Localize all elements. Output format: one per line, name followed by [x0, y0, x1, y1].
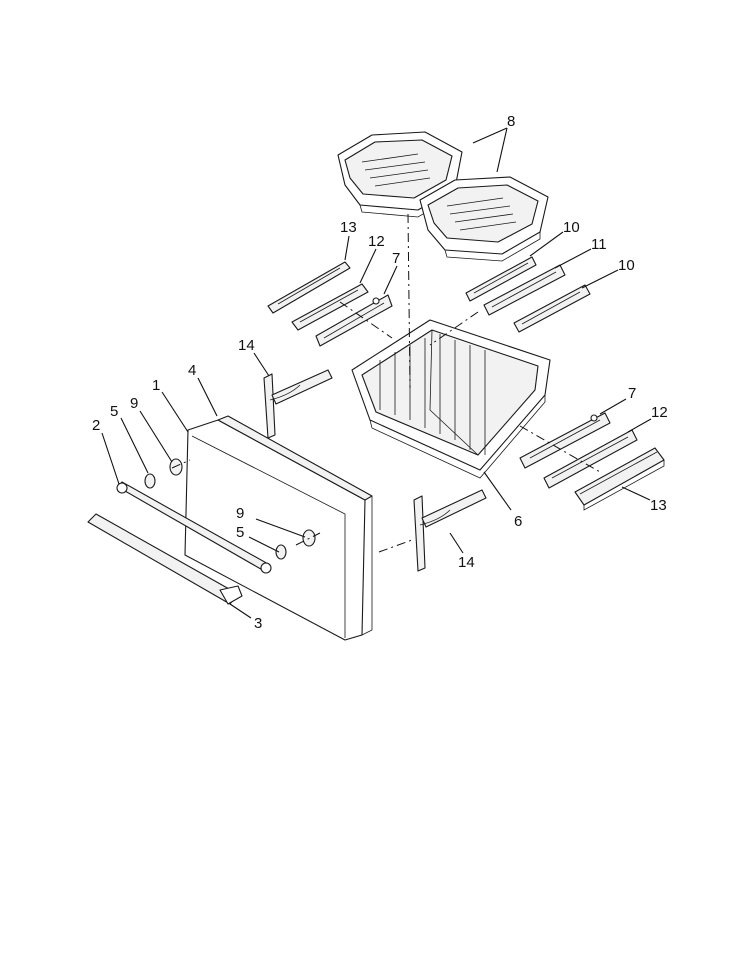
- callout-12-upper: 12: [368, 233, 385, 250]
- callout-13-lower: 13: [650, 497, 667, 514]
- slide-bracket-upper: [263, 369, 333, 439]
- leader-lines: [101, 127, 652, 619]
- rail-12-lower: [543, 429, 638, 489]
- slide-bracket-lower: [413, 489, 487, 572]
- callout-11: 11: [591, 236, 607, 253]
- callout-6: 6: [514, 513, 522, 530]
- callout-7-upper: 7: [392, 250, 400, 267]
- callout-5-center: 5: [236, 524, 244, 541]
- rail-7-lower: [519, 412, 611, 469]
- callout-labels: 8 13 12 7 10 11 10 14 4 1 9 5 2 7 12 13 …: [92, 113, 668, 632]
- callout-13-upper: 13: [340, 219, 357, 236]
- rail-7-upper: [315, 294, 393, 347]
- callout-9-left: 9: [130, 395, 138, 412]
- handle-upper: [116, 481, 272, 574]
- callout-2: 2: [92, 417, 100, 434]
- callout-14-lower: 14: [458, 554, 475, 571]
- door-panel: [184, 415, 373, 641]
- freezer-drawer-bin: [351, 319, 551, 479]
- handle-lower: [87, 513, 243, 605]
- callout-8: 8: [507, 113, 515, 130]
- upper-basket-right: [419, 176, 549, 262]
- callout-14-upper: 14: [238, 337, 255, 354]
- rail-10-lower: [513, 284, 591, 333]
- rail-11: [483, 264, 566, 316]
- callout-4: 4: [188, 362, 196, 379]
- callout-1: 1: [152, 377, 160, 394]
- callout-10-upper: 10: [563, 219, 580, 236]
- rail-12-upper: [291, 283, 369, 331]
- callout-7-lower: 7: [628, 385, 636, 402]
- callout-5-left: 5: [110, 403, 118, 420]
- upper-basket-left: [337, 131, 463, 218]
- callout-3: 3: [254, 615, 262, 632]
- alignment-lines: [171, 213, 601, 553]
- callout-12-lower: 12: [651, 404, 668, 421]
- callout-10-lower: 10: [618, 257, 635, 274]
- rail-10-upper: [465, 256, 537, 302]
- handle-mount-upper: [144, 458, 183, 489]
- rail-13-upper: [267, 261, 351, 314]
- callout-9-center: 9: [236, 505, 244, 522]
